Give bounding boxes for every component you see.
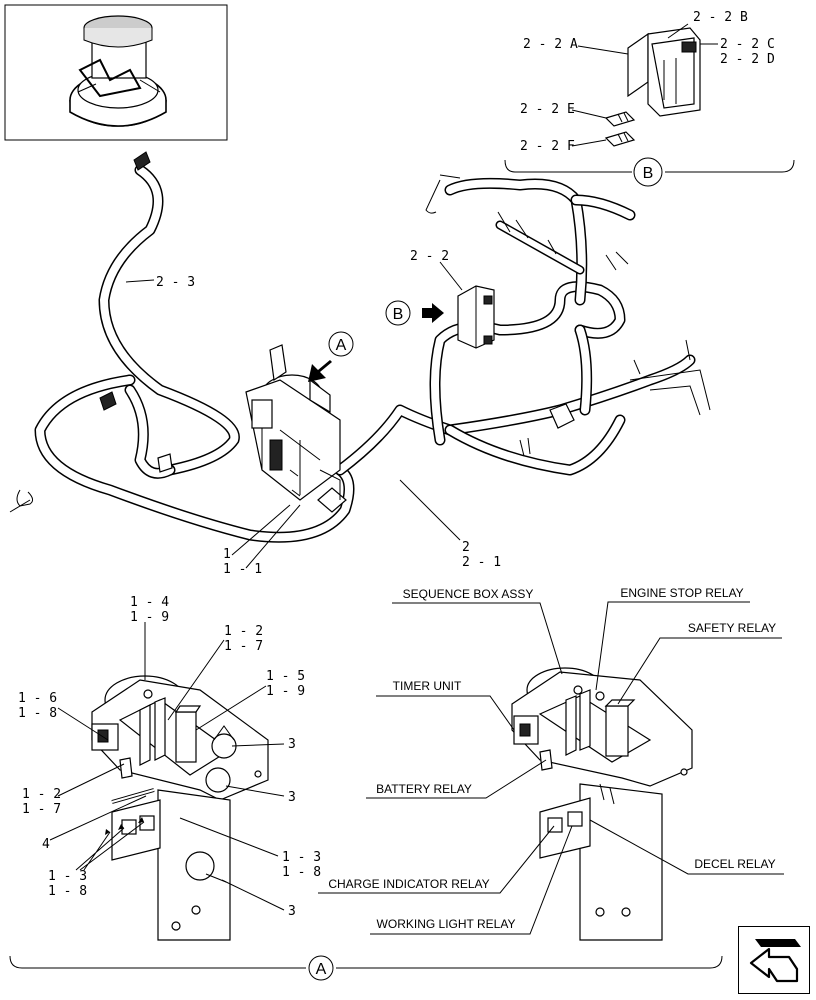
harness-relay-block <box>457 285 495 349</box>
callout-1-8c: 1 - 8 <box>48 884 87 899</box>
view-a-bracket: A <box>9 955 723 981</box>
callout-1-9a: 1 - 9 <box>130 610 169 625</box>
relay-block-assembly <box>627 27 701 117</box>
callout-1-1: 1 - 1 <box>223 562 262 577</box>
next-page-arrow-button[interactable] <box>738 926 810 994</box>
label-working-light-relay: WORKING LIGHT RELAY <box>377 917 516 931</box>
callout-1-6: 1 - 6 <box>18 691 57 706</box>
view-b-pointer: B <box>385 300 444 326</box>
callout-2-2d: 2 - 2 D <box>720 52 775 67</box>
callout-1-8b: 1 - 8 <box>282 865 321 880</box>
callout-3c: 3 <box>288 904 296 919</box>
callout-1-8a: 1 - 8 <box>18 706 57 721</box>
callout-2-1: 2 - 1 <box>462 555 501 570</box>
callout-3a: 3 <box>288 737 296 752</box>
callout-1-3a: 1 - 3 <box>282 850 321 865</box>
label-sequence-box: SEQUENCE BOX ASSY <box>403 587 534 601</box>
callout-2-3: 2 - 3 <box>156 275 195 290</box>
view-b-label: B <box>643 165 654 182</box>
callout-1-2a: 1 - 2 <box>224 624 263 639</box>
harness-sequence-box <box>245 344 347 513</box>
machine-thumbnail <box>4 4 228 141</box>
callout-1-7a: 1 - 7 <box>224 639 263 654</box>
view-b-pointer-label: B <box>393 306 404 323</box>
callout-1-9b: 1 - 9 <box>266 684 305 699</box>
view-b-detail: B 2 - 2 B 2 - 2 A 2 - 2 C 2 - 2 D 2 - 2 … <box>504 10 795 187</box>
label-charge-indicator-relay: CHARGE INDICATOR RELAY <box>328 877 489 891</box>
label-safety-relay: SAFETY RELAY <box>688 621 776 635</box>
callout-2-2e: 2 - 2 E <box>520 102 575 117</box>
label-decel-relay: DECEL RELAY <box>694 857 775 871</box>
callout-2-2c: 2 - 2 C <box>720 37 775 52</box>
callout-1-4: 1 - 4 <box>130 595 169 610</box>
callout-1: 1 <box>223 547 231 562</box>
view-a-pointer: A <box>308 331 354 382</box>
callout-2-2b: 2 - 2 B <box>693 10 748 25</box>
fuse-e <box>604 111 636 127</box>
callout-4: 4 <box>42 837 50 852</box>
view-a-right-detail <box>511 667 693 941</box>
label-timer-unit: TIMER UNIT <box>393 679 462 693</box>
view-b-circle <box>633 157 663 187</box>
label-engine-stop-relay: ENGINE STOP RELAY <box>620 586 743 600</box>
callout-1-7b: 1 - 7 <box>22 802 61 817</box>
next-page-arrow-icon <box>749 939 801 983</box>
fuse-f <box>604 131 636 147</box>
callout-2-2a: 2 - 2 A <box>523 37 578 52</box>
callout-2-2f: 2 - 2 F <box>520 139 575 154</box>
callout-1-5: 1 - 5 <box>266 669 305 684</box>
callout-2-2: 2 - 2 <box>410 249 449 264</box>
label-battery-relay: BATTERY RELAY <box>376 782 472 796</box>
callout-1-2b: 1 - 2 <box>22 787 61 802</box>
callout-2: 2 <box>462 540 470 555</box>
wiring-harness <box>9 151 711 543</box>
view-a-label: A <box>316 961 327 978</box>
callout-1-3b: 1 - 3 <box>48 869 87 884</box>
view-a-pointer-label: A <box>336 337 347 354</box>
callout-3b: 3 <box>288 790 296 805</box>
view-a-left-detail <box>91 675 269 941</box>
